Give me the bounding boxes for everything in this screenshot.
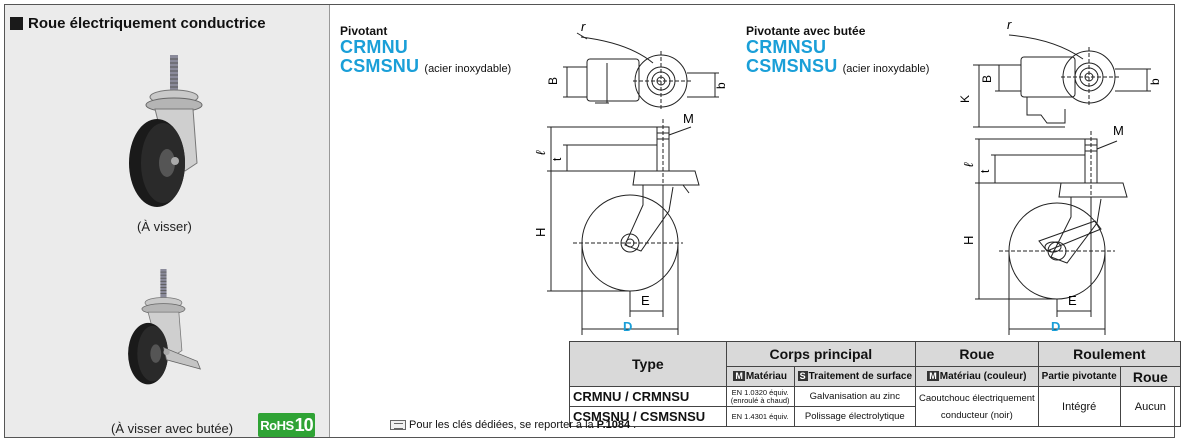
section-header: Roue électriquement conductrice <box>10 14 266 32</box>
th-type: Type <box>569 341 727 387</box>
caster-screw-brake-image <box>128 269 202 385</box>
swivel-brake-title-block: Pivotante avec butée CRMNSU CSMSNSU (aci… <box>746 24 929 79</box>
dim-t: t <box>550 157 564 161</box>
dim-M-2: M <box>1113 123 1124 138</box>
dim-D-2: D <box>1051 319 1060 334</box>
swivel-brake-code-1: CRMNSU <box>746 37 827 57</box>
row-type: CRMNU / CRMNSU <box>569 386 727 407</box>
wrench-icon <box>390 420 406 430</box>
wheel-value: Aucun <box>1119 386 1181 427</box>
rohs-text: RoHS <box>260 417 294 433</box>
catalog-frame: Roue électriquement conductrice (À visse… <box>4 4 1175 438</box>
caption-screw: (À visser) <box>137 219 192 234</box>
dim-r-2: r <box>1007 17 1012 32</box>
note-text: Pour les clés dédiées, se reporter à la <box>409 419 594 431</box>
tag-s-icon: S <box>797 371 808 381</box>
tag-m-icon: M <box>733 371 745 381</box>
swivel-brake-code-2-note: (acier inoxydable) <box>842 63 930 75</box>
wheel-material-line2: conducteur (noir) <box>940 409 1013 421</box>
row-material: EN 1.0320 équiv. (enroulé à chaud) <box>725 386 795 407</box>
swivel-title-block: Pivotant CRMNU CSMSNU (acier inoxydable) <box>340 24 511 79</box>
note-page-ref[interactable]: P.1084 <box>596 419 631 431</box>
dim-B-2: B <box>980 75 994 83</box>
swivel-code-1: CRMNU <box>340 37 408 57</box>
th-pivot-part: Partie pivotante <box>1037 366 1121 387</box>
swivel-code-2-note: (acier inoxydable) <box>424 63 512 75</box>
tag-m-icon-2: M <box>927 371 939 381</box>
product-photo-panel: Roue électriquement conductrice (À visse… <box>5 5 330 437</box>
swivel-technical-drawing: r B b M ℓ t H E D <box>533 19 728 335</box>
swivel-brake-code-2: CSMSNSU <box>746 56 838 76</box>
dim-l: ℓ <box>533 150 548 155</box>
th-wheel-sub: Roue <box>1119 366 1181 387</box>
row-surface: Polissage électrolytique <box>793 406 917 427</box>
dim-M: M <box>683 111 694 126</box>
dim-H-2: H <box>961 236 976 245</box>
wheel-material-line1: Caoutchouc électriquement <box>919 392 1035 404</box>
dim-r: r <box>581 19 586 34</box>
caster-screw-image <box>129 55 203 207</box>
dim-t-2: t <box>978 169 992 173</box>
swivel-label: Pivotant <box>340 24 388 38</box>
th-wheel: Roue <box>915 341 1039 367</box>
table-row: CSMSNU / CSMSNSU EN 1.4301 équiv. Poliss… <box>569 406 1181 427</box>
dim-D: D <box>623 319 632 334</box>
swivel-code-2: CSMSNU <box>340 56 420 76</box>
swivel-brake-technical-drawing: r B b K M ℓ t H E D <box>958 17 1162 335</box>
section-square-icon <box>10 16 23 30</box>
section-title: Roue électriquement conductrice <box>28 14 266 32</box>
dim-H: H <box>533 228 548 237</box>
th-bearing: Roulement <box>1037 341 1181 367</box>
wheel-material-cell: Caoutchouc électriquement conducteur (no… <box>915 386 1039 427</box>
caption-screw-brake: (À visser avec butée) <box>111 421 234 436</box>
row-material: EN 1.4301 équiv. <box>725 406 795 427</box>
dim-l-2: ℓ <box>961 162 976 167</box>
swivel-brake-label: Pivotante avec butée <box>746 24 866 38</box>
dim-E-2: E <box>1068 293 1077 308</box>
th-body: Corps principal <box>725 341 917 367</box>
table-row: CRMNU / CRMNSU EN 1.0320 équiv. (enroulé… <box>569 386 1181 427</box>
dim-E: E <box>641 293 650 308</box>
pivot-value: Intégré <box>1037 386 1121 427</box>
key-reference-note: Pour les clés dédiées, se reporter à la … <box>390 419 636 431</box>
row-type: CSMSNU / CSMSNSU <box>569 406 727 427</box>
dim-K: K <box>958 95 972 103</box>
rohs-badge: RoHS 10 <box>258 413 315 437</box>
row-surface: Galvanisation au zinc <box>793 386 917 407</box>
dim-b-2: b <box>1148 78 1162 85</box>
dim-b: b <box>714 82 728 89</box>
dim-B: B <box>546 77 560 85</box>
rohs-number: 10 <box>294 414 314 435</box>
